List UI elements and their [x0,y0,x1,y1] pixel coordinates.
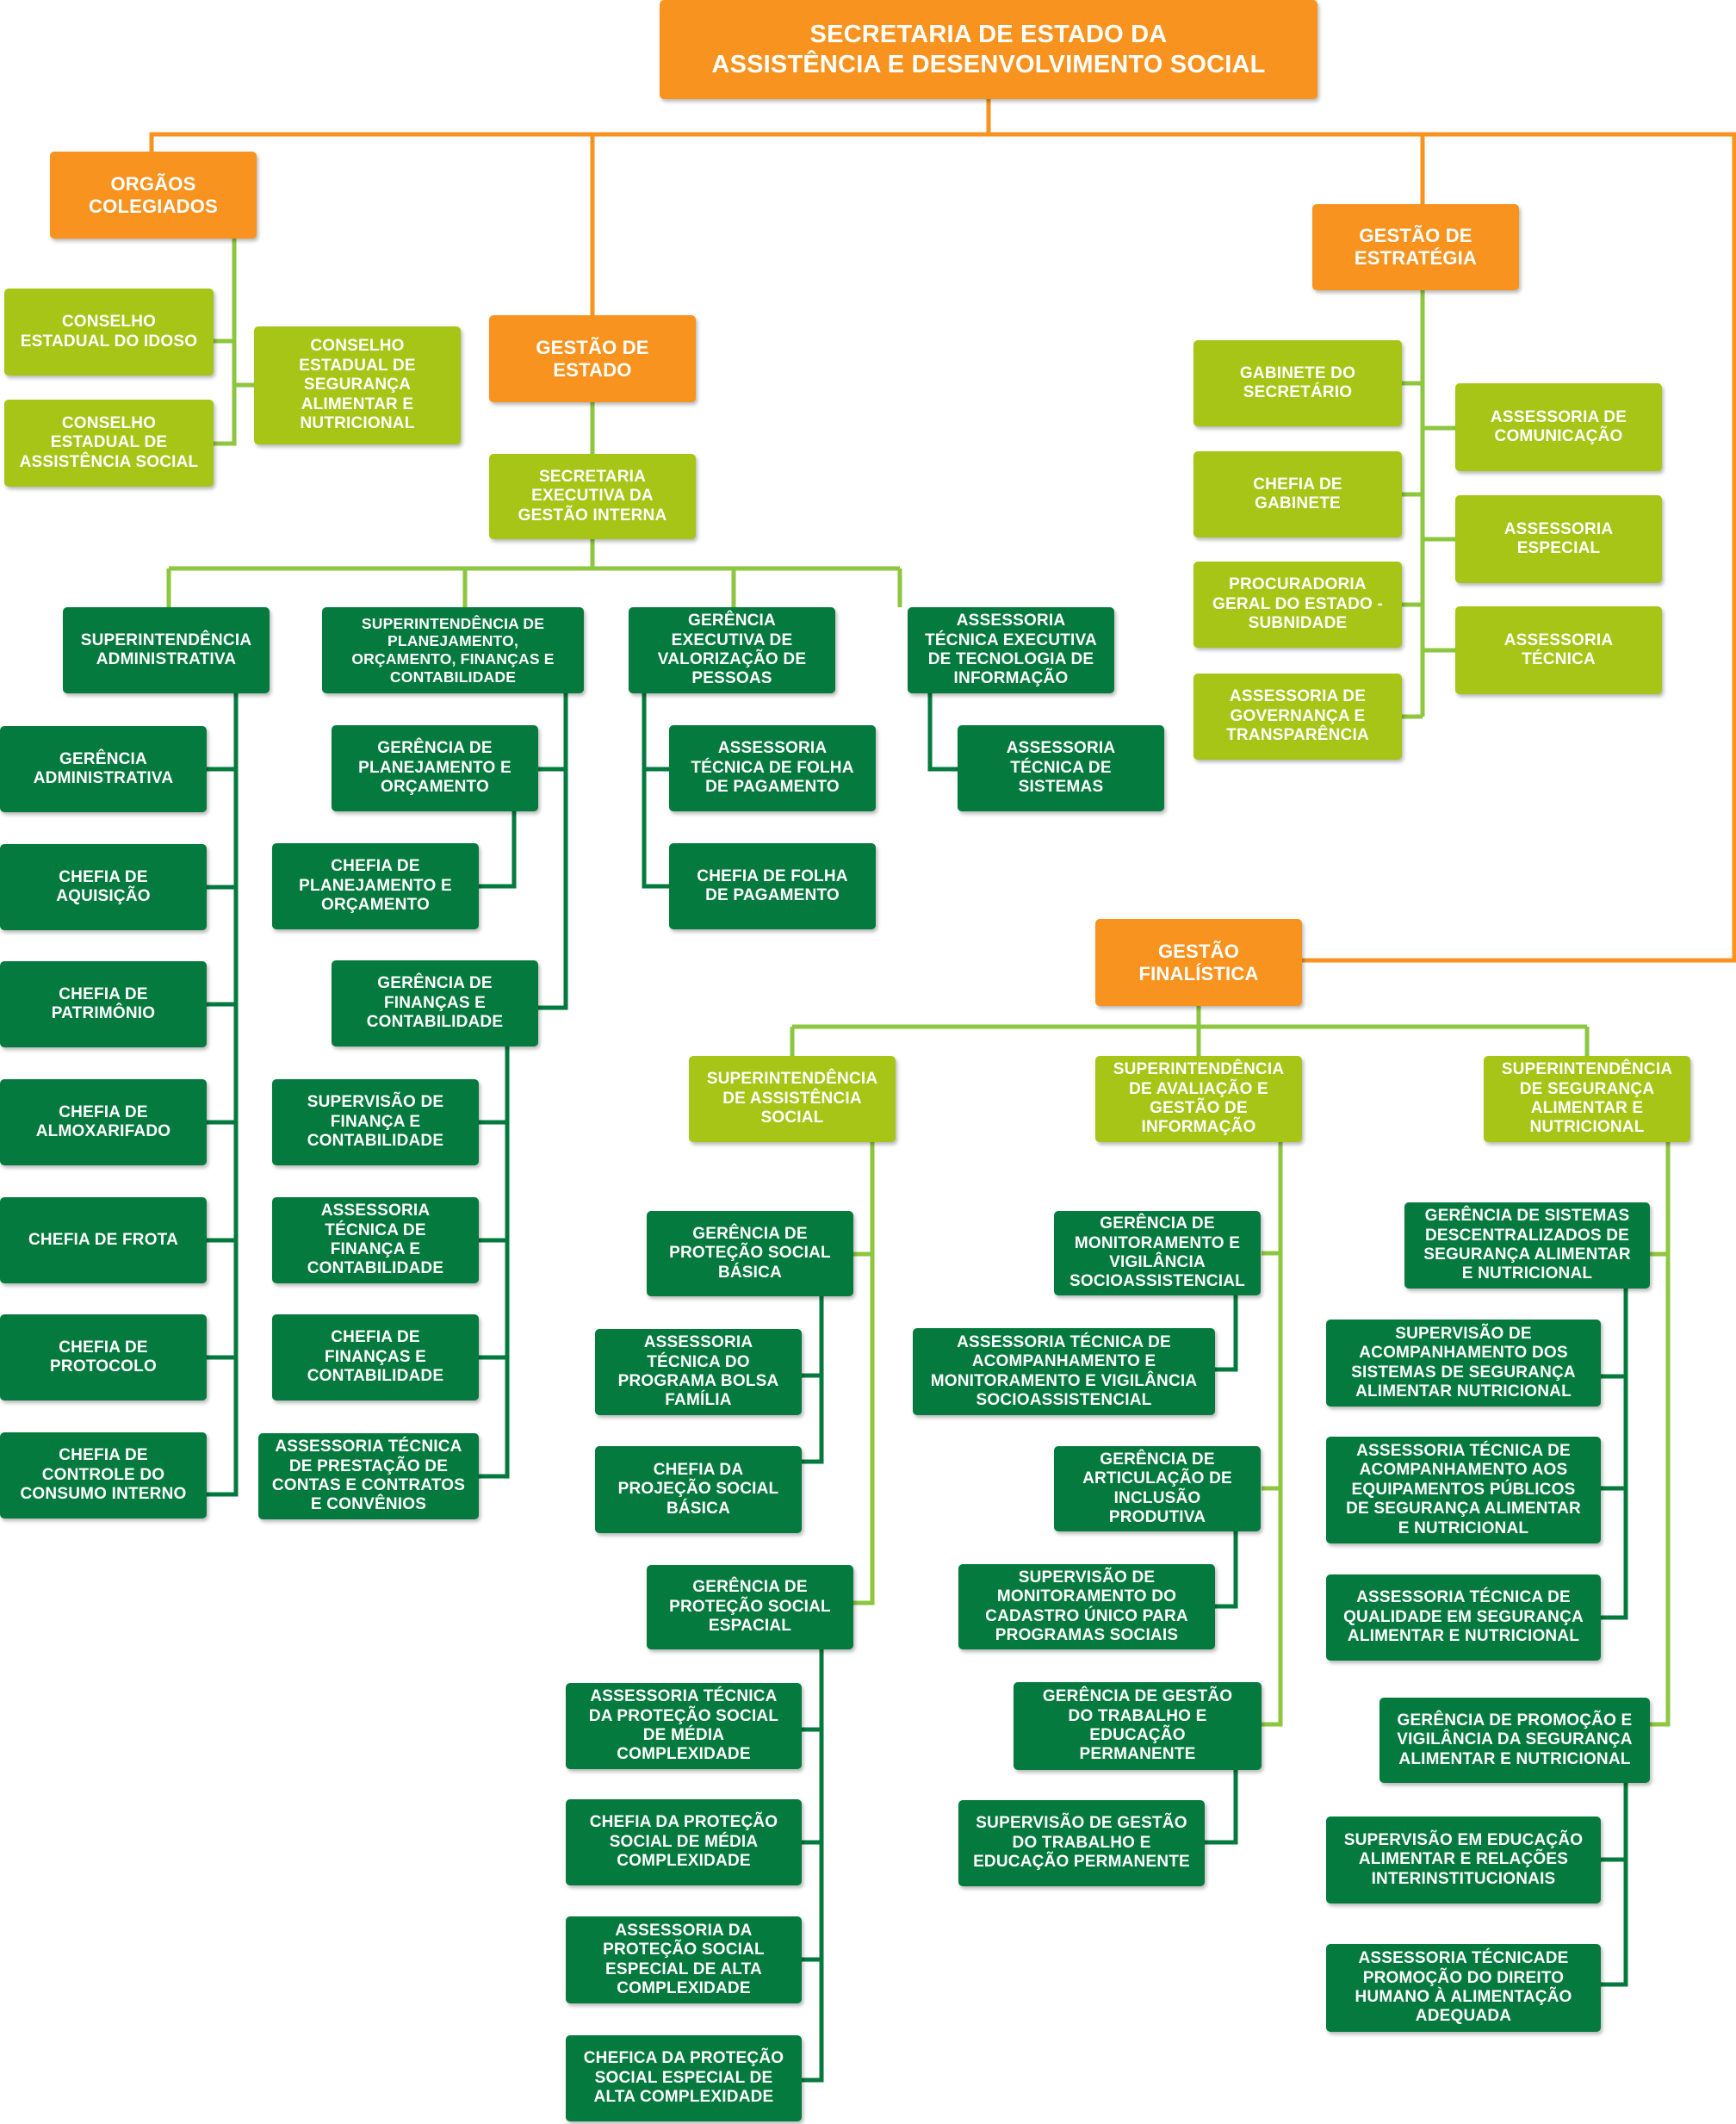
sist-item-1: ASSESSORIA TÉCNICA DE ACOMPANHAMENTO AOS… [1326,1437,1601,1543]
root-secretaria: SECRETARIA DE ESTADO DA ASSISTÊNCIA E DE… [660,0,1318,99]
assessoria-acompanhamento-box: ASSESSORIA TÉCNICA DE ACOMPANHAMENTO E M… [913,1328,1215,1415]
estrategia-right-0: ASSESSORIA DE COMUNICAÇÃO [1455,383,1662,471]
ti-item-0: ASSESSORIA TÉCNICA DE SISTEMAS [958,725,1164,811]
fin-item-3: ASSESSORIA TÉCNICA DE PRESTAÇÃO DE CONTA… [258,1433,479,1519]
basica-item-1: CHEFIA DA PROJEÇÃO SOCIAL BÁSICA [595,1446,802,1533]
sup-gestao-trabalho-box: SUPERVISÃO DE GESTÃO DO TRABALHO E EDUCA… [958,1800,1205,1886]
sist-item-2: ASSESSORIA TÉCNICA DE QUALIDADE EM SEGUR… [1326,1574,1601,1661]
sup-adm-item-1: CHEFIA DE AQUISIÇÃO [0,844,207,930]
especial-item-0: ASSESSORIA TÉCNICA DA PROTEÇÃO SOCIAL DE… [566,1683,802,1769]
sup-seguranca-alimentar-box: SUPERINTENDÊNCIA DE SEGURANÇA ALIMENTAR … [1484,1056,1690,1142]
sup-administrativa-box: SUPERINTENDÊNCIA ADMINISTRATIVA [63,607,270,693]
ger-gestao-trabalho-box: GERÊNCIA DE GESTÃO DO TRABALHO E EDUCAÇÃ… [1014,1682,1262,1770]
conselho-assistencia-box: CONSELHO ESTADUAL DE ASSISTÊNCIA SOCIAL [4,400,214,487]
ger-protecao-basica-box: GERÊNCIA DE PROTEÇÃO SOCIAL BÁSICA [647,1211,853,1296]
estrategia-left-0: GABINETE DO SECRETÁRIO [1194,340,1402,426]
sup-adm-item-6: CHEFIA DE CONTROLE DO CONSUMO INTERNO [0,1432,207,1518]
sup-adm-item-0: GERÊNCIA ADMINISTRATIVA [0,726,207,812]
ger-valorizacao-pessoas-box: GERÊNCIA EXECUTIVA DE VALORIZAÇÃO DE PES… [629,607,835,693]
sup-adm-item-4: CHEFIA DE FROTA [0,1197,207,1283]
especial-item-3: CHEFICA DA PROTEÇÃO SOCIAL ESPECIAL DE A… [566,2035,802,2121]
fin-item-0: SUPERVISÃO DE FINANÇA E CONTABILIDADE [272,1079,479,1165]
estrategia-left-3: ASSESSORIA DE GOVERNANÇA E TRANSPARÊNCIA [1194,674,1402,760]
assessoria-ti-box: ASSESSORIA TÉCNICA EXECUTIVA DE TECNOLOG… [908,607,1114,693]
gestao-finalistica-box: GESTÃO FINALÍSTICA [1095,919,1302,1006]
gerencia-planejamento-box: GERÊNCIA DE PLANEJAMENTO E ORÇAMENTO [332,725,538,811]
conselho-idoso-box: CONSELHO ESTADUAL DO IDOSO [4,289,214,376]
especial-item-1: CHEFIA DA PROTEÇÃO SOCIAL DE MÉDIA COMPL… [566,1799,802,1885]
estrategia-right-1: ASSESSORIA ESPECIAL [1455,495,1662,583]
estrategia-left-1: CHEFIA DE GABINETE [1194,451,1402,537]
pessoas-item-1: CHEFIA DE FOLHA DE PAGAMENTO [669,843,876,929]
sup-adm-item-3: CHEFIA DE ALMOXARIFADO [0,1079,207,1165]
sup-assistencia-social-box: SUPERINTENDÊNCIA DE ASSISTÊNCIA SOCIAL [689,1056,896,1142]
sup-adm-item-2: CHEFIA DE PATRIMÔNIO [0,961,207,1047]
sist-item-0: SUPERVISÃO DE ACOMPANHAMENTO DOS SISTEMA… [1326,1320,1601,1407]
estrategia-left-2: PROCURADORIA GERAL DO ESTADO - SUBNIDADE [1194,562,1402,648]
gestao-estado-box: GESTÃO DE ESTADO [489,315,696,402]
prom-item-0: SUPERVISÃO EM EDUCAÇÃO ALIMENTAR E RELAÇ… [1326,1817,1601,1904]
sup-adm-item-5: CHEFIA DE PROTOCOLO [0,1314,207,1400]
pessoas-item-0: ASSESSORIA TÉCNICA DE FOLHA DE PAGAMENTO [669,725,876,811]
secretaria-executiva-box: SECRETARIA EXECUTIVA DA GESTÃO INTERNA [489,454,696,539]
orgaos-colegiados-box: ORGÃOS COLEGIADOS [50,152,257,239]
chefia-planejamento-box: CHEFIA DE PLANEJAMENTO E ORÇAMENTO [272,843,479,929]
fin-item-2: CHEFIA DE FINANÇAS E CONTABILIDADE [272,1314,479,1400]
sup-avaliacao-box: SUPERINTENDÊNCIA DE AVALIAÇÃO E GESTÃO D… [1095,1056,1302,1142]
gestao-estrategia-box: GESTÃO DE ESTRATÉGIA [1312,204,1519,290]
conselho-seguranca-box: CONSELHO ESTADUAL DE SEGURANÇA ALIMENTAR… [254,326,461,444]
prom-item-1: ASSESSORIA TÉCNICADE PROMOÇÃO DO DIREITO… [1326,1944,1601,2032]
estrategia-right-2: ASSESSORIA TÉCNICA [1455,606,1662,694]
basica-item-0: ASSESSORIA TÉCNICA DO PROGRAMA BOLSA FAM… [595,1329,802,1415]
ger-protecao-especial-box: GERÊNCIA DE PROTEÇÃO SOCIAL ESPACIAL [647,1565,853,1649]
especial-item-2: ASSESSORIA DA PROTEÇÃO SOCIAL ESPECIAL D… [566,1916,802,2003]
sup-planejamento-box: SUPERINTENDÊNCIA DE PLANEJAMENTO, ORÇAME… [322,607,584,693]
ger-articulacao-box: GERÊNCIA DE ARTICULAÇÃO DE INCLUSÃO PROD… [1054,1446,1261,1531]
gerencia-financas-box: GERÊNCIA DE FINANÇAS E CONTABILIDADE [332,960,538,1046]
ger-monitoramento-box: GERÊNCIA DE MONITORAMENTO E VIGILÂNCIA S… [1054,1211,1261,1295]
sup-cadastro-unico-box: SUPERVISÃO DE MONITORAMENTO DO CADASTRO … [958,1564,1215,1649]
ger-promocao-box: GERÊNCIA DE PROMOÇÃO E VIGILÂNCIA DA SEG… [1380,1698,1650,1783]
ger-sistemas-box: GERÊNCIA DE SISTEMAS DESCENTRALIZADOS DE… [1404,1202,1650,1289]
fin-item-1: ASSESSORIA TÉCNICA DE FINANÇA E CONTABIL… [272,1197,479,1283]
